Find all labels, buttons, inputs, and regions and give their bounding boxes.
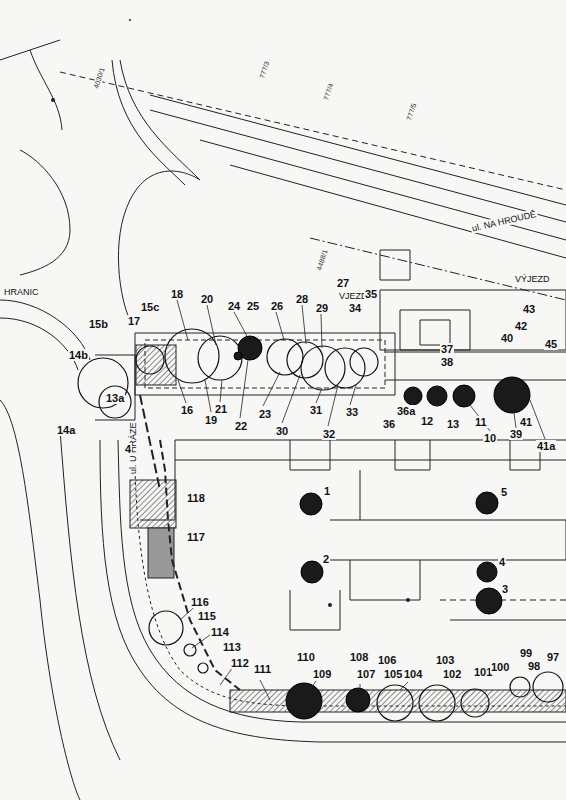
tree-number: 41 <box>519 416 533 428</box>
tree-number: 39 <box>509 428 523 440</box>
tree-number: 99 <box>519 647 533 659</box>
parcel-number: 777/4 <box>322 81 336 102</box>
tree-number: 29 <box>315 302 329 314</box>
tree-number: 17 <box>127 315 141 327</box>
tree-number: 12 <box>420 415 434 427</box>
tree-number: 16 <box>180 404 194 416</box>
tree-number: 40 <box>500 332 514 344</box>
tree-number: 109 <box>312 668 332 680</box>
tree-number: 118 <box>186 492 206 504</box>
tree-number: 97 <box>546 651 560 663</box>
tree-number: 22 <box>234 420 248 432</box>
tree-number: 30 <box>275 425 289 437</box>
tree-number: 26 <box>270 300 284 312</box>
tree-number: 108 <box>349 651 369 663</box>
tree-number: 36 <box>382 418 396 430</box>
tree-number: 33 <box>345 406 359 418</box>
tree-number: 106 <box>377 654 397 666</box>
tree-number: 35 <box>364 288 378 300</box>
tree-number: 105 <box>383 668 403 680</box>
tree-number: 116 <box>190 596 210 608</box>
tree-number: 14b <box>68 349 89 361</box>
parcel-number: 777/3 <box>258 59 272 80</box>
tree-number: 13a <box>105 392 125 404</box>
tree-number: 36a <box>396 405 416 417</box>
tree-number: 32 <box>322 428 336 440</box>
tree-number: 15b <box>88 318 109 330</box>
tree-number: 18 <box>170 288 184 300</box>
tree-number: 110 <box>296 651 316 663</box>
tree-number: 19 <box>204 414 218 426</box>
tree-number: 27 <box>336 277 350 289</box>
tree-number: 15c <box>140 301 160 313</box>
tree-number: 117 <box>186 531 206 543</box>
tree-number: 3 <box>501 583 509 595</box>
tree-number: 31 <box>309 404 323 416</box>
street-name: VÝJEZD <box>514 274 551 284</box>
tree-number: 41a <box>536 440 556 452</box>
tree-number: 11 <box>474 416 488 428</box>
tree-number: 14a <box>56 424 76 436</box>
parcel-number: 777/5 <box>405 101 419 122</box>
tree-number: 102 <box>442 668 462 680</box>
tree-number: 5 <box>500 486 508 498</box>
tree-number: 115 <box>197 610 217 622</box>
tree-number: 20 <box>200 293 214 305</box>
tree-number: 34 <box>348 302 362 314</box>
tree-number: 111 <box>253 663 272 675</box>
tree-number: 25 <box>246 300 260 312</box>
tree-number: 2 <box>322 553 330 565</box>
tree-number: 4 <box>124 443 132 455</box>
tree-number: 4 <box>498 556 506 568</box>
tree-number: 10 <box>483 432 497 444</box>
tree-number: 42 <box>514 320 528 332</box>
tree-number: 113 <box>222 641 242 653</box>
parcel-number: 4488/1 <box>315 248 330 273</box>
tree-number: 100 <box>490 661 510 673</box>
tree-number: 104 <box>403 668 423 680</box>
tree-number: 114 <box>210 626 230 638</box>
tree-number: 13 <box>446 418 460 430</box>
street-name: HRANIC <box>3 287 40 297</box>
tree-number: 37 <box>440 343 454 355</box>
parcel-number: 4030/1 <box>92 66 107 91</box>
tree-number: 28 <box>295 293 309 305</box>
tree-number: 103 <box>435 654 455 666</box>
tree-number: 45 <box>544 338 558 350</box>
tree-number: 24 <box>227 300 241 312</box>
tree-number: 112 <box>230 657 250 669</box>
tree-number: 98 <box>527 660 541 672</box>
tree-number: 107 <box>356 668 376 680</box>
tree-number: 43 <box>522 303 536 315</box>
tree-number: 1 <box>323 485 331 497</box>
tree-number: 23 <box>258 408 272 420</box>
tree-number: 38 <box>440 356 454 368</box>
